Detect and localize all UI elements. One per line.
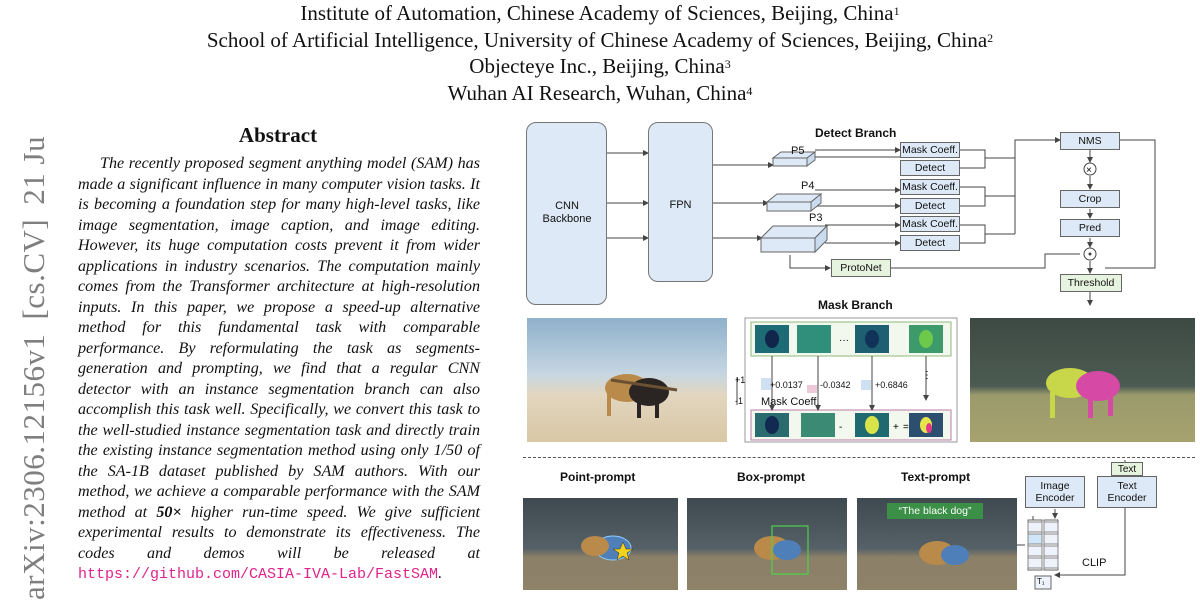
affiliation-3: Objecteye Inc., Beijing, China3: [469, 54, 731, 78]
coeff-value-3: +0.6846: [875, 380, 908, 390]
output-photo: [970, 318, 1195, 442]
box-prompt-photo: [687, 498, 847, 590]
detect-box-1: Detect: [900, 160, 960, 176]
minus-one-label: -1: [735, 396, 744, 406]
cnn-backbone-label: CNN Backbone: [542, 200, 592, 225]
arxiv-date: 21 Ju: [16, 135, 51, 205]
affiliation-1: Institute of Automation, Chinese Academy…: [300, 1, 900, 25]
point-prompt-title: Point-prompt: [560, 470, 636, 484]
coeff-value-1: +0.0137: [770, 380, 803, 390]
pred-box: Pred: [1060, 219, 1120, 237]
coeff-value-2: -0.0342: [820, 380, 851, 390]
p3-label: P3: [809, 212, 823, 224]
mask-coeff-box-3: Mask Coeff.: [900, 216, 960, 232]
t1-label: T₁: [1037, 577, 1045, 586]
mask-coeff-caption: Mask Coeff.: [761, 396, 820, 408]
fpn-block: [648, 122, 713, 282]
point-prompt-photo: [523, 498, 678, 590]
abstract-body: The recently proposed segment anything m…: [78, 155, 480, 583]
svg-text:⋮: ⋮: [922, 370, 932, 381]
affiliation-4: Wuhan AI Research, Wuhan, China4: [447, 80, 753, 105]
svg-text:+: +: [893, 422, 899, 433]
protonet-box: ProtoNet: [831, 259, 891, 277]
mask-branch-title: Mask Branch: [818, 298, 893, 312]
arxiv-category: [cs.CV]: [16, 218, 51, 320]
mask-coeff-box-1: Mask Coeff.: [900, 142, 960, 158]
detect-branch-title: Detect Branch: [815, 126, 897, 140]
star-icon: [612, 541, 634, 561]
fpn-label: FPN: [669, 199, 692, 211]
input-photo: [527, 318, 727, 442]
text-encoder-box: Text Encoder: [1097, 476, 1157, 508]
affiliation-2: School of Artificial Intelligence, Unive…: [206, 27, 994, 52]
text-prompt-title: Text-prompt: [901, 470, 971, 484]
code-link[interactable]: https://github.com/CASIA-IVA-Lab/FastSAM: [78, 566, 439, 583]
nms-box: NMS: [1060, 132, 1120, 150]
clip-label: CLIP: [1082, 557, 1107, 569]
cnn-backbone-block: [526, 122, 607, 305]
p4-label: P4: [801, 180, 815, 192]
mask-coeff-box-2: Mask Coeff.: [900, 179, 960, 195]
svg-text:···: ···: [839, 335, 849, 346]
svg-text:×: ×: [1086, 165, 1092, 176]
abstract-title: Abstract: [238, 123, 318, 147]
svg-text:-: -: [839, 422, 842, 433]
architecture-figure: ×: [515, 110, 1200, 600]
affiliations: Institute of Automation, Chinese Academy…: [0, 0, 1200, 106]
detect-box-3: Detect: [900, 235, 960, 251]
plus-one-label: +1: [735, 375, 746, 385]
p5-label: P5: [791, 145, 805, 157]
box-prompt-title: Box-prompt: [737, 470, 805, 484]
svg-text:=: =: [903, 422, 909, 433]
arxiv-id: arXiv:2306.12156v1: [16, 333, 51, 600]
figure-connectors: ×: [607, 137, 1156, 590]
figure-separator: [523, 457, 1195, 458]
image-encoder-box: Image Encoder: [1025, 476, 1085, 508]
text-prompt-example: “The black dog”: [887, 503, 983, 519]
threshold-box: Threshold: [1060, 274, 1122, 292]
text-label-box: Text: [1111, 462, 1143, 476]
arxiv-stamp: arXiv:2306.12156v1 [cs.CV] 21 Ju: [4, 110, 64, 600]
crop-box: Crop: [1060, 190, 1120, 208]
speedup-value: 50×: [156, 503, 182, 521]
detect-box-2: Detect: [900, 198, 960, 214]
